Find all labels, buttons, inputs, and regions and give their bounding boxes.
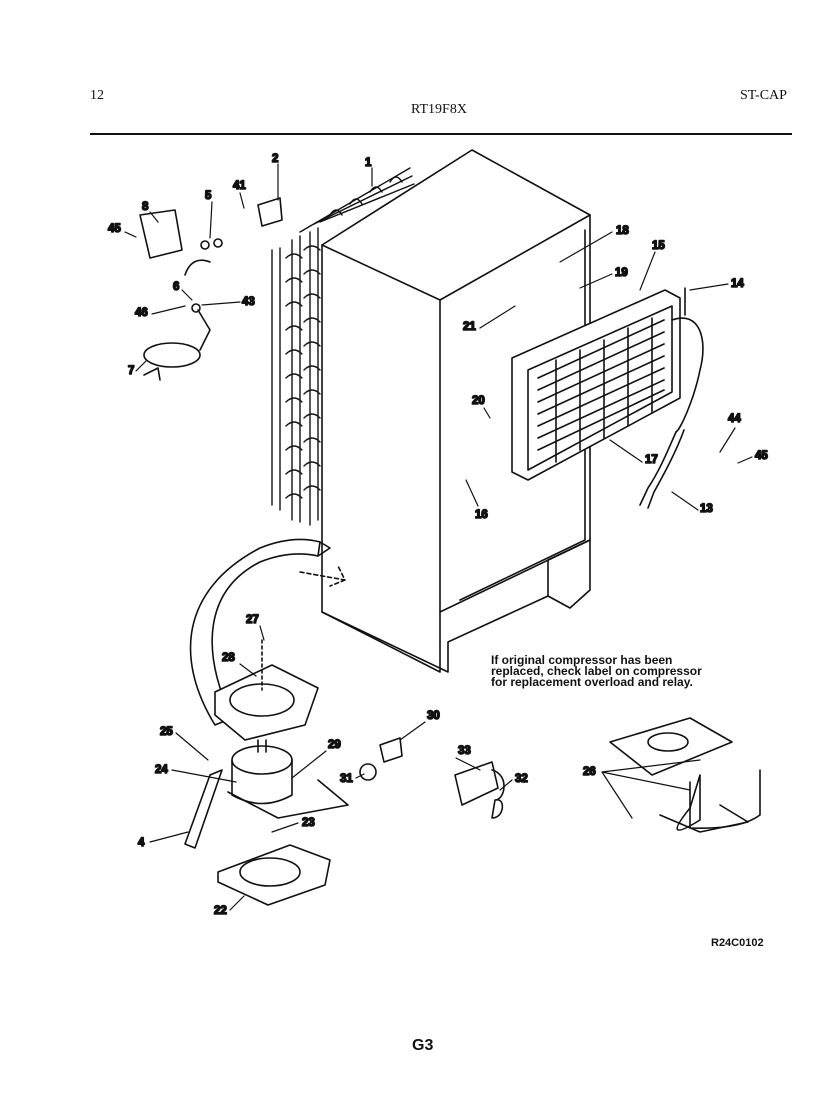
callout-19: 19: [615, 267, 628, 279]
callout-14: 14: [731, 278, 744, 290]
drip-pan: [214, 639, 319, 741]
callout-1: 1: [365, 157, 372, 169]
callout-44: 44: [728, 413, 741, 425]
callout-33: 33: [458, 745, 471, 757]
header-rule: [90, 133, 792, 135]
callout-15: 15: [652, 240, 665, 252]
callout-28: 28: [222, 652, 235, 664]
compressor-base-plate: [217, 844, 331, 906]
drawing-reference: R24C0102: [711, 937, 764, 949]
callout-24: 24: [155, 764, 168, 776]
model-number: RT19F8X: [411, 102, 467, 117]
callout-41: 41: [233, 180, 246, 192]
callout-29: 29: [328, 739, 341, 751]
compressor-note: If original compressor has been replaced…: [491, 653, 702, 689]
callout-13: 13: [700, 503, 713, 515]
callout-18: 18: [616, 225, 629, 237]
callout-31: 31: [340, 773, 353, 785]
callout-25: 25: [160, 726, 173, 738]
callout-7: 7: [128, 365, 134, 377]
callout-20: 20: [472, 395, 485, 407]
callout-43: 43: [242, 296, 255, 308]
callout-45: 45: [108, 223, 121, 235]
small-parts-left: [139, 197, 283, 381]
replacement-compressor: [609, 717, 761, 833]
callout-6: 6: [173, 281, 179, 293]
relay-overload: [359, 737, 505, 819]
callout-21: 21: [463, 321, 476, 333]
callout-23: 23: [302, 817, 315, 829]
bracket-4: [184, 769, 223, 849]
callout-5: 5: [205, 190, 212, 202]
tubing-13: [639, 429, 685, 509]
page-code: G3: [412, 1037, 434, 1054]
callout-30: 30: [427, 710, 440, 722]
callout-4: 4: [138, 837, 145, 849]
section-code: ST-CAP: [740, 88, 787, 103]
callout-2: 2: [272, 153, 278, 165]
leader-lines: [124, 163, 753, 911]
callout-8: 8: [142, 201, 149, 213]
page-number: 12: [90, 88, 104, 103]
callout-46: 46: [135, 307, 148, 319]
callout-26: 26: [583, 766, 596, 778]
evaporator: [511, 287, 704, 481]
direction-arrow: [189, 538, 346, 726]
callout-16: 16: [475, 509, 488, 521]
condenser-coil: [271, 167, 415, 526]
callout-17: 17: [645, 454, 658, 466]
callout-22: 22: [214, 905, 227, 917]
callout-32: 32: [515, 773, 528, 785]
callout-27: 27: [246, 614, 259, 626]
callout-45b: 45: [755, 450, 768, 462]
compressor: [227, 739, 349, 819]
